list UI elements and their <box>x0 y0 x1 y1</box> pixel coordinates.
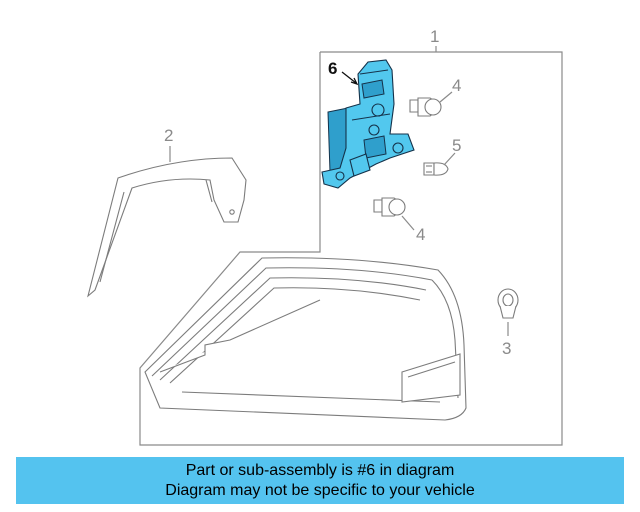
assembly-frame <box>139 51 563 446</box>
part-info-banner: Part or sub-assembly is #6 in diagram Di… <box>16 457 624 504</box>
bulb-small-part-5 <box>423 162 449 176</box>
socket-plate-part-6 <box>321 59 415 189</box>
callout-4-lower-label: 4 <box>416 225 425 244</box>
callout-2-label: 2 <box>164 126 173 145</box>
bulb-lower-part-4 <box>373 197 406 217</box>
trim-panel-part-2 <box>87 157 247 298</box>
callout-4-upper-leader <box>439 91 453 103</box>
callout-4-upper-label: 4 <box>452 76 461 95</box>
callout-3-label: 3 <box>502 339 511 358</box>
callout-4-lower-leader <box>401 215 415 231</box>
tail-lamp-lens <box>144 257 467 421</box>
callout-5-label: 5 <box>452 136 461 155</box>
banner-line-2: Diagram may not be specific to your vehi… <box>165 481 475 499</box>
callout-6-label: 6 <box>328 59 337 78</box>
callout-5-leader <box>443 152 456 166</box>
bulb-upper-part-4 <box>409 97 442 117</box>
grommet-part-3 <box>497 288 519 319</box>
callout-6-leader-arrow <box>341 71 359 86</box>
callout-1-label: 1 <box>430 27 439 46</box>
banner-line-1: Part or sub-assembly is #6 in diagram <box>185 461 455 479</box>
